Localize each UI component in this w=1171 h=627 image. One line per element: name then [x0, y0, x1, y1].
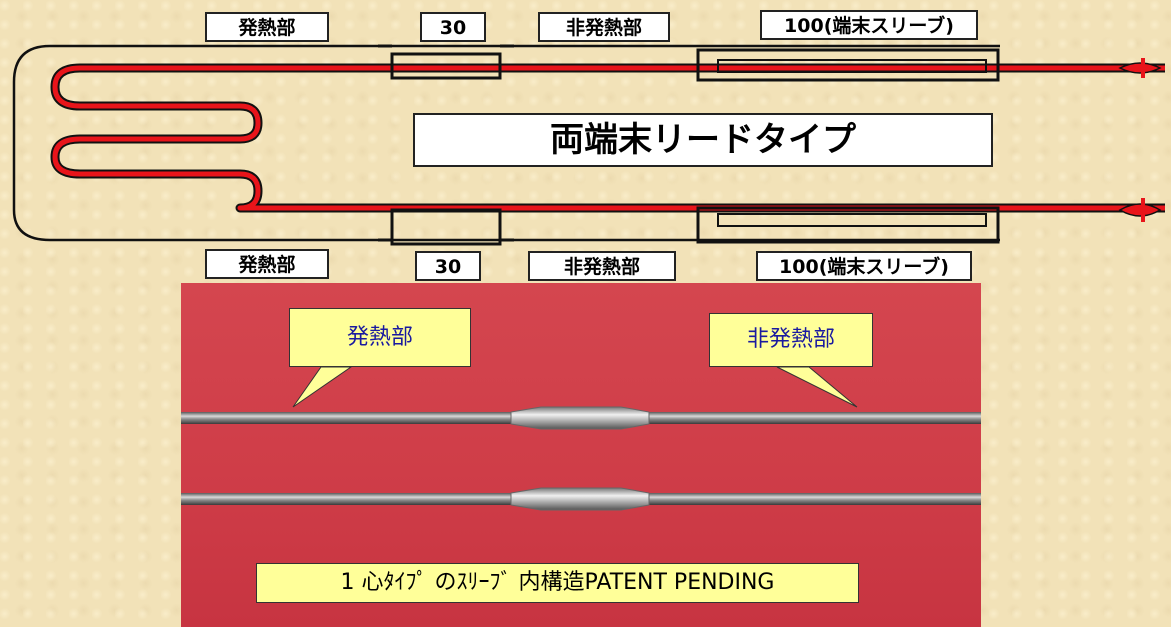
bottom-label-30: 30: [415, 251, 481, 281]
heating-element: [50, 63, 1165, 213]
bottom-label-heating: 発熱部: [205, 249, 329, 279]
patent-note: 1 心ﾀｲﾌﾟ のｽﾘｰﾌﾞ 内構造PATENT PENDING: [256, 563, 859, 603]
terminal-sleeve-top: [696, 48, 1000, 82]
joint-sleeve-bottom: [378, 208, 514, 246]
terminal-sleeve-bottom: [696, 206, 1000, 244]
bottom-label-nonheating: 非発熱部: [528, 251, 676, 281]
sheath-outline: [12, 44, 1000, 242]
top-label-30: 30: [420, 12, 486, 42]
callout-heating: 発熱部: [289, 308, 471, 367]
joint-sleeve-top: [378, 44, 514, 80]
wire-rods: [181, 406, 981, 511]
bottom-label-sleeve: 100(端末スリーブ): [756, 251, 972, 281]
lead-tip-top: [1118, 58, 1162, 78]
top-label-sleeve: 100(端末スリーブ): [760, 10, 978, 40]
callout-nonheating: 非発熱部: [709, 313, 873, 367]
heater-diagram: [12, 44, 1165, 246]
top-label-heating: 発熱部: [205, 12, 329, 42]
diagram-title: 両端末リードタイプ: [413, 113, 993, 167]
callout-pointers: [292, 366, 858, 408]
lead-tip-bottom: [1118, 198, 1162, 222]
top-label-nonheating: 非発熱部: [538, 12, 670, 42]
